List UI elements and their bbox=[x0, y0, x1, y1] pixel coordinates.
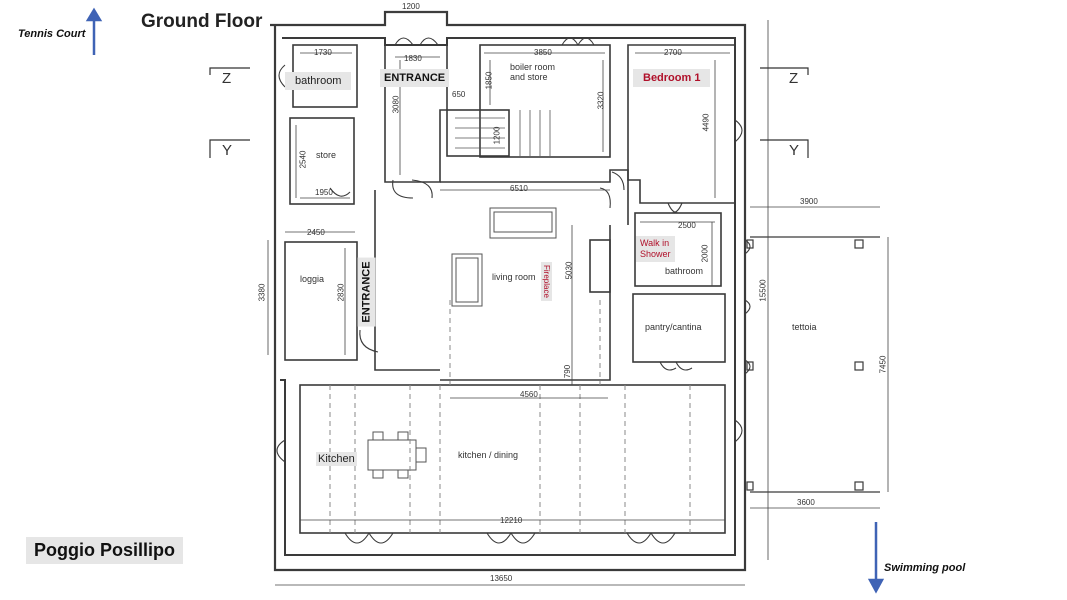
section-z-right: Z bbox=[789, 70, 799, 87]
dim-1200-stair: 1200 bbox=[492, 126, 502, 145]
section-y-left: Y bbox=[222, 142, 233, 159]
dim-1200-top: 1200 bbox=[402, 2, 420, 11]
dim-2700: 2700 bbox=[664, 48, 682, 57]
dim-4490: 4490 bbox=[701, 113, 711, 132]
dim-7450: 7450 bbox=[878, 355, 888, 374]
room-entrance-side: ENTRANCE bbox=[357, 257, 376, 327]
boiler-room-walls bbox=[479, 44, 611, 158]
tennis-arrow-head bbox=[85, 7, 103, 22]
dim-2540: 2540 bbox=[298, 150, 308, 169]
inner-wall-outline bbox=[280, 37, 736, 556]
pantry-walls bbox=[632, 293, 726, 363]
room-store: store bbox=[316, 150, 337, 160]
dim-2830: 2830 bbox=[336, 283, 346, 302]
room-kitchen: Kitchen bbox=[316, 452, 357, 466]
room-loggia: loggia bbox=[300, 274, 325, 284]
section-y-right: Y bbox=[789, 142, 800, 159]
loggia-walls bbox=[284, 241, 358, 361]
dim-650: 650 bbox=[452, 90, 466, 99]
pool-arrow-head bbox=[867, 578, 885, 594]
dim-12210: 12210 bbox=[500, 516, 523, 525]
dim-13650: 13650 bbox=[490, 574, 513, 583]
swimming-pool-label: Swimming pool bbox=[884, 562, 966, 574]
room-boiler: boiler room and store bbox=[510, 62, 556, 82]
room-bedroom-1: Bedroom 1 bbox=[633, 69, 711, 87]
store-walls bbox=[289, 117, 355, 205]
room-walk-in-shower: Walk in Shower bbox=[636, 236, 675, 262]
section-z-left: Z bbox=[222, 70, 232, 87]
room-tettoia: tettoia bbox=[792, 322, 817, 332]
dim-5030: 5030 bbox=[564, 261, 574, 280]
dim-3080: 3080 bbox=[391, 95, 401, 114]
dim-1950: 1950 bbox=[315, 188, 333, 197]
room-entrance-top: ENTRANCE bbox=[380, 69, 450, 87]
dim-3850: 3850 bbox=[534, 48, 552, 57]
dining-table-shape bbox=[367, 439, 417, 471]
page-title: Ground Floor bbox=[141, 11, 263, 32]
dim-4560: 4560 bbox=[520, 390, 538, 399]
dim-1830: 1830 bbox=[404, 54, 422, 63]
dim-2450: 2450 bbox=[307, 228, 325, 237]
dim-15500: 15500 bbox=[758, 279, 768, 302]
armchair-shape bbox=[451, 253, 483, 307]
tennis-court-label: Tennis Court bbox=[18, 28, 86, 40]
outer-wall bbox=[270, 10, 747, 572]
dim-3900: 3900 bbox=[800, 197, 818, 206]
dim-6510: 6510 bbox=[510, 184, 528, 193]
stair-walls bbox=[446, 109, 510, 157]
room-bathroom-right: bathroom bbox=[665, 266, 704, 276]
dim-3380: 3380 bbox=[257, 283, 267, 302]
dim-1850: 1850 bbox=[484, 71, 494, 90]
dim-2000: 2000 bbox=[700, 244, 710, 263]
dim-3320: 3320 bbox=[596, 91, 606, 110]
dim-3600: 3600 bbox=[797, 498, 815, 507]
fireplace-block bbox=[589, 239, 611, 293]
room-fireplace: Fireplace bbox=[541, 262, 552, 301]
room-living: living room bbox=[492, 272, 536, 282]
dim-2500: 2500 bbox=[678, 221, 696, 230]
room-kitchen-dining: kitchen / dining bbox=[458, 450, 519, 460]
kitchen-walls bbox=[299, 384, 726, 534]
dim-1730: 1730 bbox=[314, 48, 332, 57]
brand-label: Poggio Posillipo bbox=[26, 537, 183, 564]
dim-790: 790 bbox=[563, 364, 573, 379]
entrance-top-walls bbox=[384, 45, 448, 183]
room-bathroom-top: bathroom bbox=[285, 72, 352, 90]
room-pantry: pantry/cantina bbox=[645, 322, 702, 332]
sofa-shape bbox=[489, 207, 557, 239]
